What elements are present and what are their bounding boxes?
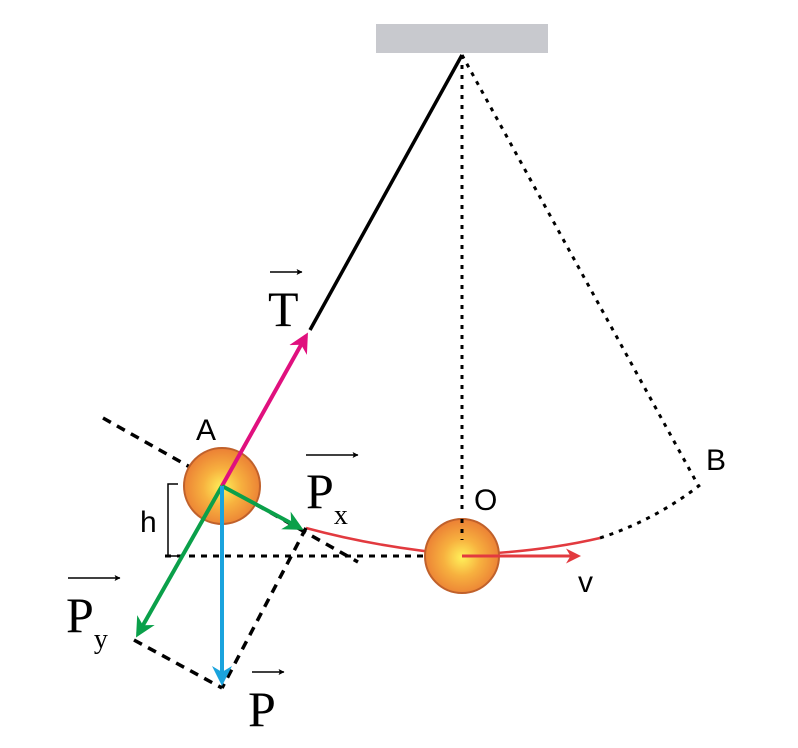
py-arrow xyxy=(136,485,224,638)
py-label-sub: y xyxy=(94,624,108,655)
height-label: h xyxy=(140,506,157,539)
string-to-b xyxy=(460,54,700,486)
px-label-main: P xyxy=(306,463,334,519)
px-label-sub: x xyxy=(334,500,348,531)
construction-line-1 xyxy=(220,527,308,689)
point-a-label: A xyxy=(196,414,216,447)
pendulum-string xyxy=(308,54,464,331)
tension-label: T xyxy=(268,281,299,337)
velocity-label: v xyxy=(578,566,593,599)
weight-label: P xyxy=(248,681,276,737)
point-b-label: B xyxy=(706,444,726,477)
px-label: Px xyxy=(306,463,348,531)
point-o-label: O xyxy=(474,484,497,517)
trajectory-arc-dotted xyxy=(599,483,701,540)
px-arrow xyxy=(221,484,304,530)
py-label-main: P xyxy=(66,587,94,643)
tension-arrow xyxy=(220,332,308,487)
height-bracket xyxy=(167,483,178,557)
ceiling-support xyxy=(376,24,548,53)
py-label: Py xyxy=(66,587,108,655)
construction-line-2 xyxy=(133,638,223,690)
